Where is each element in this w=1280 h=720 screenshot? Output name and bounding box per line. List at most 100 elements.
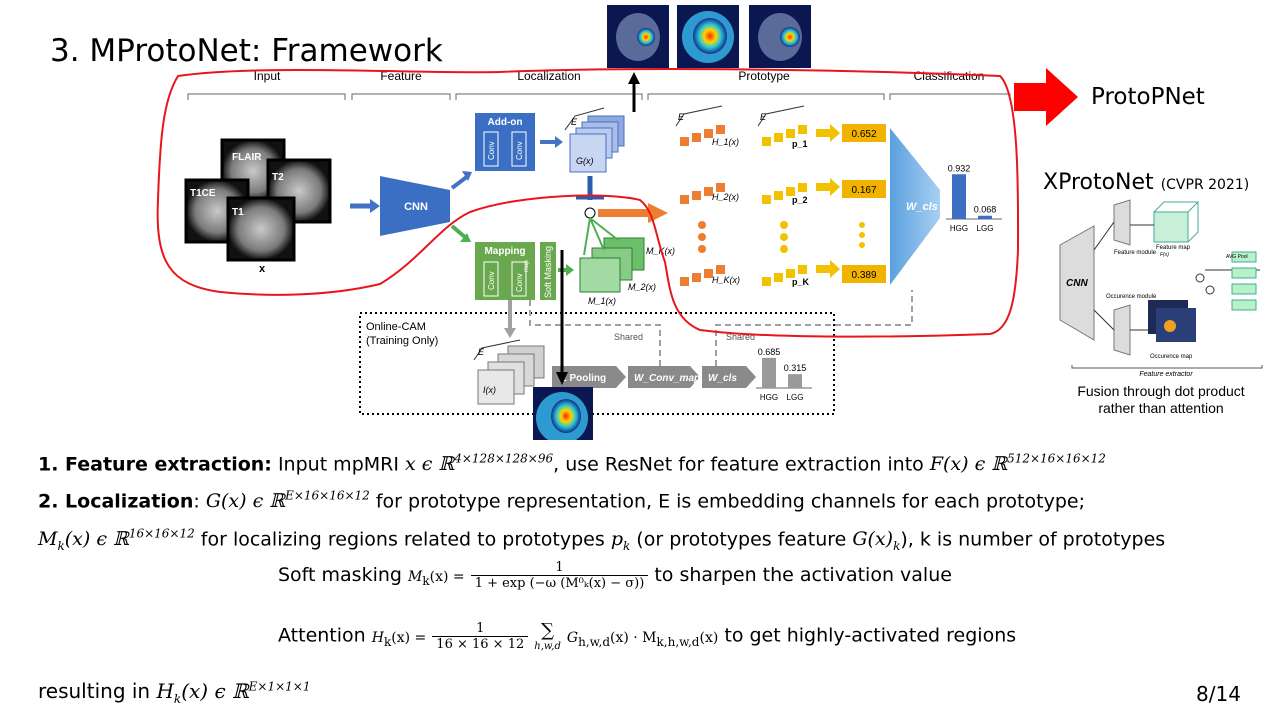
fusion-note: Fusion through dot product rather than a…	[1046, 383, 1276, 417]
h-label: H_K(x)	[712, 275, 740, 285]
bar	[788, 374, 802, 388]
math-sup: E×1×1×1	[248, 679, 311, 694]
soft-masking-block	[540, 242, 556, 300]
similarity-score: 0.167	[851, 185, 876, 196]
stage-label: Feature	[380, 69, 422, 83]
math-sub: k	[383, 634, 392, 649]
math-sub: h,w,d	[578, 634, 610, 649]
stage-label: Prototype	[738, 69, 790, 83]
conv-map-label: Conv	[515, 273, 524, 292]
online-cam-box	[359, 312, 835, 415]
e-label: E	[478, 347, 485, 357]
input-variable: x	[259, 263, 266, 275]
modality-label: T2	[272, 172, 284, 183]
result-line: resulting in Hk(x) ϵ ℝE×1×1×1	[38, 679, 310, 706]
section-heading: 2. Localization	[38, 490, 194, 513]
p-label: p_K	[792, 277, 810, 287]
xprotonet-label: XProtoNet	[1043, 170, 1154, 195]
bar	[762, 357, 776, 388]
pooling-label: E Pooling	[560, 373, 606, 384]
frac-den: 16 × 16 × 12	[436, 636, 525, 652]
text-run: , use ResNet for feature extraction into	[553, 453, 930, 476]
xp-avg-pool: AVG Pool	[1226, 254, 1248, 260]
math-run: (x) ϵ ℝ	[181, 679, 249, 703]
math-run: M	[408, 569, 423, 585]
modality-label: FLAIR	[232, 152, 262, 163]
p-prototype-cubes	[762, 125, 807, 286]
score-arrows	[816, 124, 840, 278]
mapping-label: Mapping	[484, 246, 525, 257]
math-sub: k	[893, 539, 901, 554]
category-label: LGG	[787, 393, 804, 402]
math: Hk(x) =	[372, 630, 427, 649]
math: G(x) ϵ ℝE×16×16×12	[205, 489, 370, 513]
highlight-outline	[156, 68, 1020, 338]
math: x ϵ ℝ4×128×128×96	[405, 452, 554, 476]
math-sub: k,h,w,d	[656, 634, 700, 649]
math-sup: E×16×16×12	[285, 489, 370, 503]
mapping-line: Mk(x) ϵ ℝ16×16×12 for localizing regions…	[38, 527, 1165, 553]
shared-label: Shared	[726, 332, 755, 342]
e-label: E	[678, 112, 685, 122]
xp-cnn-label: CNN	[1066, 278, 1088, 289]
localization-line: 2. Localization: G(x) ϵ ℝE×16×16×12 for …	[38, 489, 1085, 512]
category-label: LGG	[977, 224, 994, 233]
text-run: Attention	[278, 624, 366, 647]
shared-label: Shared	[614, 332, 643, 342]
xp-fx: F(x)	[1160, 252, 1169, 258]
text-run: :	[193, 490, 206, 513]
bar	[978, 215, 992, 219]
wcls2-label: W_cls	[708, 373, 737, 384]
wconvmap-label: W_Conv_map	[634, 373, 700, 384]
category-label: HGG	[950, 224, 968, 233]
conv-label: Conv	[515, 141, 524, 160]
math-sup: 4×128×128×96	[454, 452, 554, 466]
i-label: I(x)	[483, 385, 496, 395]
p-label: p_2	[792, 195, 808, 205]
math-run: M	[38, 528, 58, 551]
math-run: G	[566, 629, 579, 646]
fusion-note-line: rather than attention	[1098, 400, 1224, 416]
sum-symbol: ∑h,w,d	[534, 620, 561, 652]
math: G(x)k	[852, 528, 901, 554]
sum-sub: h,w,d	[534, 641, 561, 652]
similarity-score: 0.652	[851, 129, 876, 140]
math-sub: k	[173, 692, 182, 706]
slide-title: 3. MProtoNet: Framework	[50, 33, 443, 69]
mapping-block	[475, 242, 535, 300]
math-sub: k	[422, 573, 430, 588]
math-run: x ϵ ℝ	[405, 453, 455, 476]
mprotonet-diagram: Input Feature Localization Prototype Cla…	[156, 5, 1263, 440]
stage-brackets	[187, 93, 1011, 100]
protopnet-arrow	[1014, 68, 1078, 126]
score-boxes	[842, 124, 886, 283]
text-run: Input mpMRI	[271, 453, 405, 476]
e-label: E	[571, 117, 578, 127]
wcls-block	[890, 128, 940, 285]
sum-glyph: ∑	[541, 620, 555, 641]
p-label: p_1	[792, 139, 808, 149]
text-run: for prototype representation, E is embed…	[369, 490, 1085, 513]
addon-label: Add-on	[488, 117, 523, 128]
math-sup: 16×16×12	[128, 527, 195, 541]
g-feature-cubes	[564, 107, 625, 173]
xp-occurence-map: Occurence map	[1150, 354, 1193, 360]
stage-label: Classification	[914, 69, 985, 83]
h-label: H_2(x)	[712, 192, 739, 202]
addon-block	[475, 113, 535, 171]
xp-feature-map: Feature map	[1156, 245, 1191, 251]
online-cam-title: Online-CAM	[366, 321, 426, 333]
cam-heatmap	[533, 387, 593, 440]
online-cam-pipeline	[552, 366, 756, 388]
conv-label: Conv	[487, 271, 496, 290]
fusion-note-line: Fusion through dot product	[1077, 383, 1245, 399]
mri-input-stack	[184, 138, 332, 262]
conv-label: Conv	[487, 141, 496, 160]
math-run: G(x) ϵ ℝ	[205, 490, 286, 513]
stage-label: Localization	[517, 69, 580, 83]
category-label: HGG	[760, 393, 778, 402]
